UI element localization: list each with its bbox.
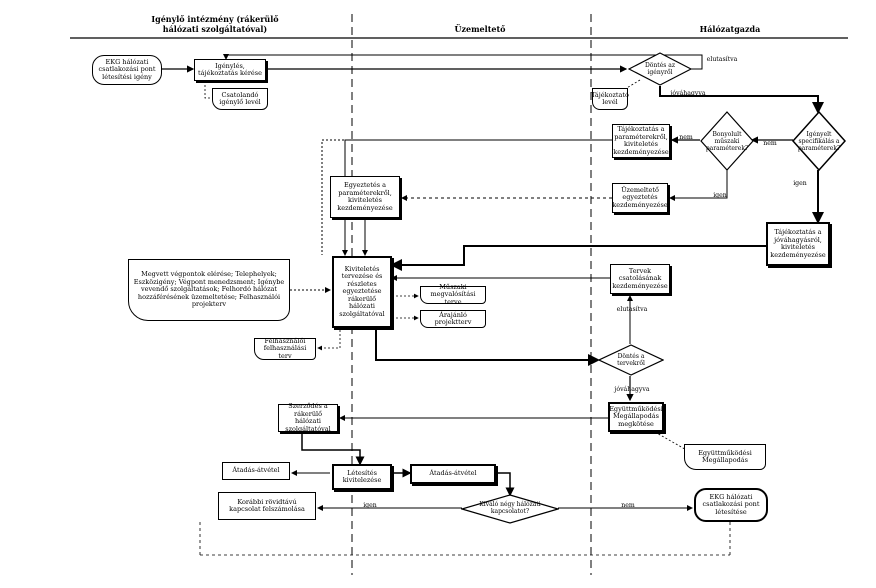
tech-plan-doc: Műszaki megvalósítási terve [420, 283, 486, 306]
handover-mid-box: Átadás-átvétel [410, 464, 496, 484]
handover-left-box: Átadás-átvétel [222, 462, 290, 480]
feasible-label: Igényelt specifikálás a paraméterek? [797, 130, 841, 152]
connect-ok-diamond [461, 494, 559, 524]
lane-title-network-owner: Hálózatgazda [699, 24, 761, 34]
end-terminal: EKG hálózati csatlakozási pont létesítés… [694, 488, 768, 522]
coop-box: Együttműködési Megállapodás megkötése [608, 402, 664, 432]
complex-label: Bonyolult műszaki paraméterek? [705, 130, 749, 152]
attach-letter-doc: Csatolandó igénylő levél [212, 88, 268, 110]
info-letter-doc: Tájékoztató levél [591, 88, 629, 110]
decide-plans-diamond [598, 344, 664, 376]
decide-plans-label: Döntés a tervekről [617, 353, 645, 367]
agree-box: Egyeztetés a paraméterekről, kiviteletés… [330, 176, 400, 218]
operator-agree-box: Üzemeltető egyeztetés kezdeményezése [612, 183, 668, 213]
edge-label-igen-bottom: igen [363, 502, 377, 509]
contract-box: Szerződés a rákerülő hálózati szolgáltat… [278, 402, 338, 432]
build-box: Létesítés kivitelezése [332, 464, 392, 490]
lane-title-operator: Üzemeltető [454, 24, 506, 34]
decide-needed-diamond [628, 52, 692, 86]
edge-label-jovahagyva-top: jóváhagyva [670, 90, 706, 97]
edge-label-nem-complex: nem [679, 134, 693, 141]
inform-params-box: Tájékoztatás a paraméterekről, kivitelet… [612, 124, 670, 158]
decide-needed-label: Döntés az igényről [645, 62, 675, 76]
edge-label-igen-complex: igen [713, 192, 727, 199]
edge-label-jovahagyva-mid: jóváhagyva [614, 386, 650, 393]
edge-label-nem-feasible: nem [763, 140, 777, 147]
complex-diamond [700, 111, 754, 171]
contract-fix-box: Korábbi rövidtávú kapcsolat felszámolása [218, 492, 316, 520]
connect-ok-label: Kiváló négy hálózati kapcsolatot? [479, 501, 541, 515]
start-terminal: EKG hálózati csatlakozási pont létesítés… [92, 55, 162, 85]
coop-doc: Együttműködési Megállapodás [684, 444, 766, 470]
edge-label-elutasitva-top: elutasítva [706, 56, 738, 63]
edge-label-elutasitva-mid: elutasítva [616, 306, 648, 313]
edge-label-nem-bottom: nem [621, 502, 635, 509]
feasible-diamond [792, 111, 846, 171]
plans-init-box: Tervek csatolásának kezdeményezése [610, 264, 670, 294]
inform-approval-box: Tájékoztatás a jóváhagyásról, kiviteleté… [766, 222, 830, 266]
lane-title-claimant: Igénylő intézmény (rákerülő hálózati szo… [151, 14, 279, 34]
user-request-doc: Felhasználói felhasználási terv [254, 337, 316, 360]
request-box: Igénylés, tájékoztatás kérése [194, 59, 266, 81]
resources-doc: Megvett végpontok elérése; Telephelyek; … [128, 259, 290, 321]
edge-label-igen-feasible: igen [793, 180, 807, 187]
design-box: Kiviteletés tervezése és részletes egyez… [332, 256, 392, 328]
offer-doc: Árajánló projektterv [420, 310, 486, 328]
